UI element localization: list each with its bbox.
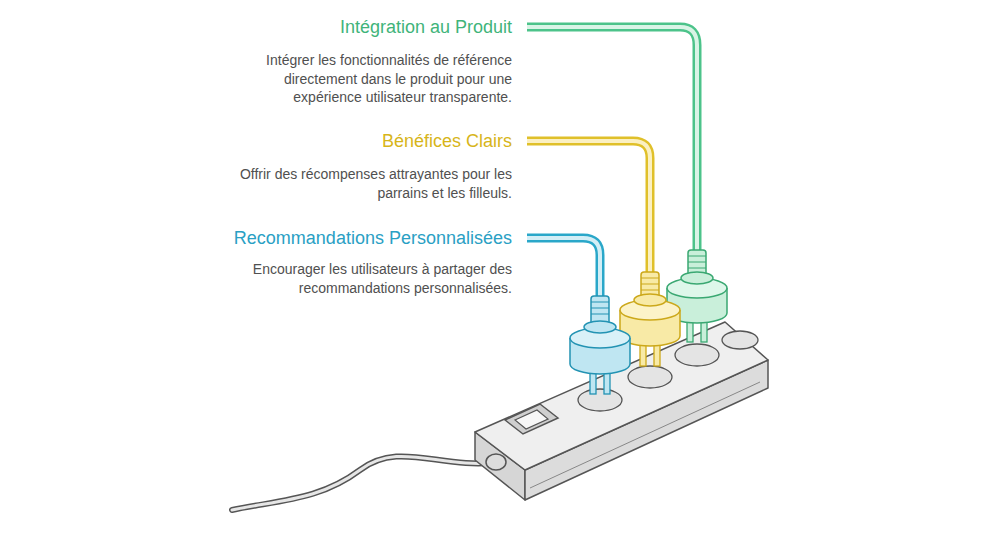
strip-top-face [475,322,768,470]
blue-cable-fill [527,238,600,300]
section-description: Encourager les utilisateurs à partager d… [220,260,512,297]
power-cord-fill [232,456,500,510]
cord-grommet [486,454,506,470]
section-description: Offrir des récompenses attrayantes pour … [232,165,512,202]
yellow-cable [527,141,650,278]
socket [722,331,758,349]
yellow-cable-fill [527,141,650,278]
blue-plug [570,296,630,394]
section-heading: Intégration au Produit [192,16,512,38]
socket [578,389,622,411]
strip-groove [530,382,760,488]
section-description: Intégrer les fonctionnalités de référenc… [227,51,512,107]
section-heading: Recommandations Personnalisées [192,227,512,249]
switch-rocker [515,410,548,429]
socket [675,344,719,366]
socket [628,366,672,388]
blue-cable [527,238,600,300]
power-cord [232,456,500,510]
section-heading: Bénéfices Clairs [192,130,512,152]
switch-base [505,404,558,434]
